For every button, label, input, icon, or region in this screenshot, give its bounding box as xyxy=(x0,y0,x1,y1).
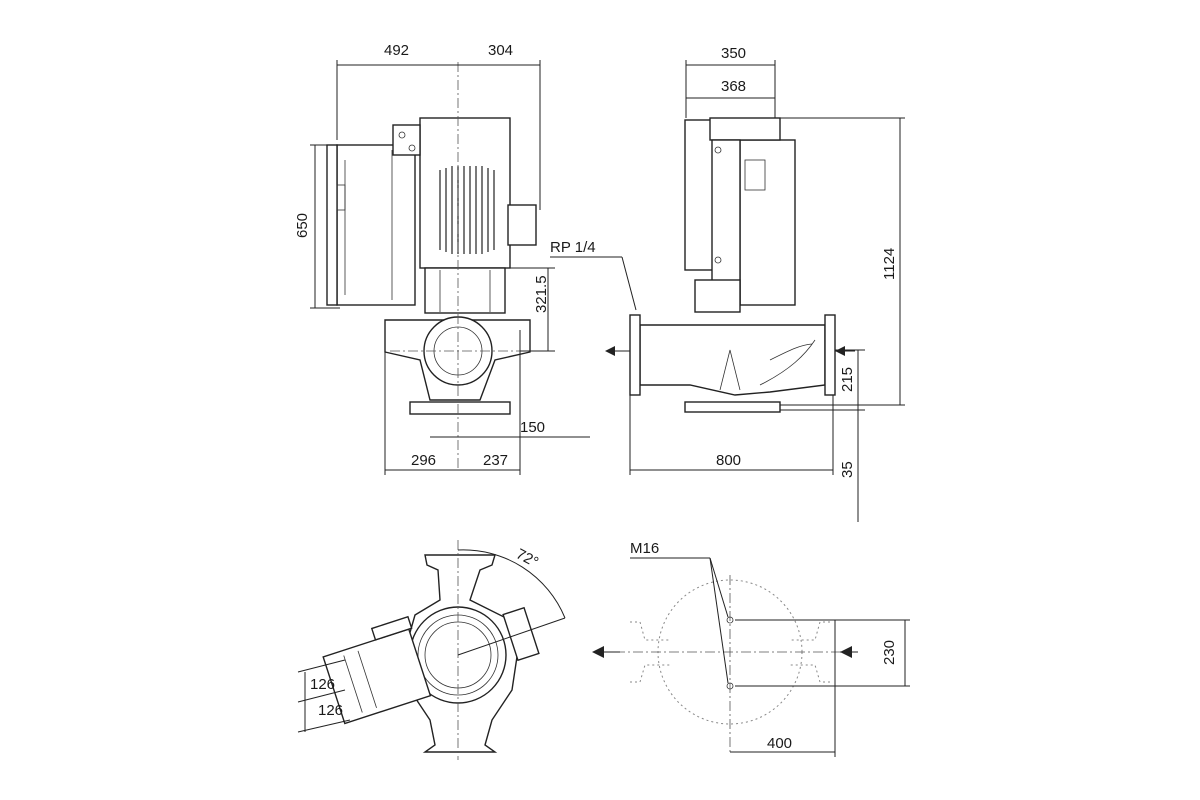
side-view xyxy=(550,60,905,522)
dim-1124: 1124 xyxy=(881,248,898,280)
dim-237: 237 xyxy=(483,452,508,469)
dim-215: 215 xyxy=(839,367,856,392)
foundation-view xyxy=(592,557,910,757)
dim-400: 400 xyxy=(767,735,792,752)
dim-800: 800 xyxy=(716,452,741,469)
bolt-hole-top xyxy=(726,616,734,624)
front-motor-housing xyxy=(419,117,511,269)
dim-296: 296 xyxy=(411,452,436,469)
dim-126-bottom: 126 xyxy=(318,702,343,719)
dim-150: 150 xyxy=(520,419,545,436)
front-converter-box xyxy=(336,144,416,306)
dim-35: 35 xyxy=(839,461,856,478)
dim-650: 650 xyxy=(294,213,311,238)
side-right-flange xyxy=(824,314,836,396)
top-view xyxy=(297,540,566,760)
label-rp-1-4: RP 1/4 xyxy=(550,239,596,256)
dim-72-degrees: 72° xyxy=(513,546,541,572)
front-motor-fins xyxy=(439,166,495,254)
label-m16: M16 xyxy=(630,540,659,557)
dim-230: 230 xyxy=(881,640,898,665)
side-left-flange xyxy=(629,314,641,396)
top-motor-body xyxy=(322,628,432,725)
dim-350: 350 xyxy=(721,45,746,62)
bolt-hole-bottom xyxy=(726,682,734,690)
dim-321-5: 321.5 xyxy=(533,275,550,313)
dim-304: 304 xyxy=(488,42,513,59)
dim-126-top: 126 xyxy=(310,676,335,693)
front-view xyxy=(310,60,590,475)
dim-368: 368 xyxy=(721,78,746,95)
side-converter-box xyxy=(739,139,796,306)
dim-492: 492 xyxy=(384,42,409,59)
